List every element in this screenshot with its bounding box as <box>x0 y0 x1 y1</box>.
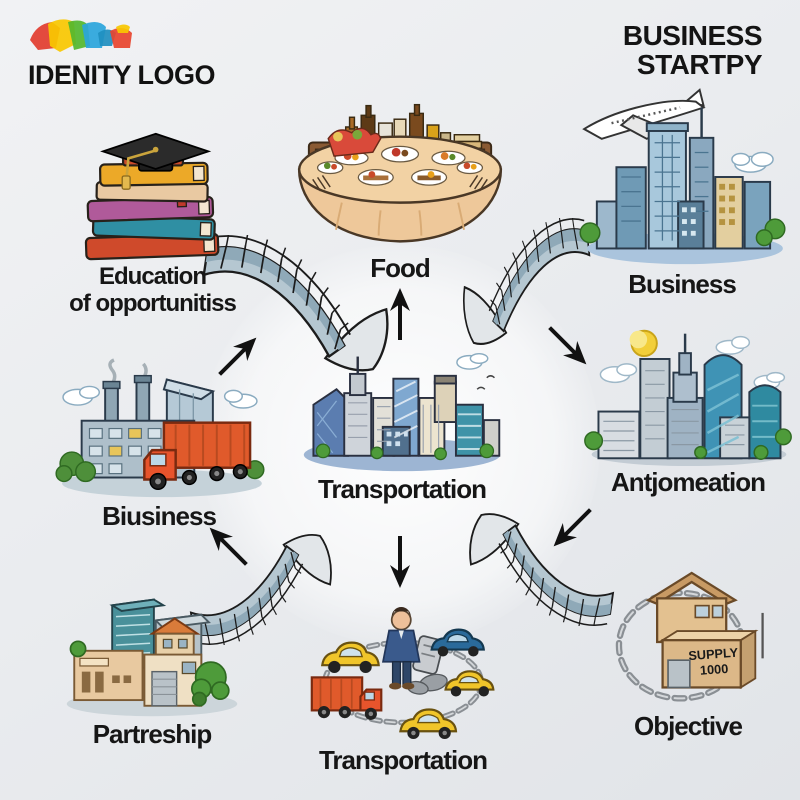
biusiness-label: Biusiness <box>102 501 217 531</box>
antjomeation-label: Antjomeation <box>610 467 766 497</box>
center-transportation-label: Transportation <box>317 474 487 504</box>
education-label-line2: of opportunitiss <box>69 289 237 317</box>
node-education: Education of opportunitiss <box>45 132 260 318</box>
arrow-up-icon <box>390 288 410 340</box>
arrow-down-icon <box>390 536 410 588</box>
brand-line2: STARTPY <box>636 48 763 80</box>
supply-text-line1: SUPPLY <box>687 645 738 663</box>
town-buildings-icon <box>66 598 238 717</box>
banquet-table-icon <box>297 103 503 243</box>
food-label: Food <box>370 253 431 283</box>
node-biusiness: Biusiness <box>48 358 270 531</box>
node-partreship: Partreship <box>52 592 252 749</box>
airplane-over-city-icon <box>578 88 786 265</box>
objective-label: Objective <box>633 711 743 741</box>
bottom-transportation-label: Transportation <box>318 745 488 775</box>
arrow-up-right-icon <box>218 337 257 376</box>
identity-logo-icon <box>30 19 132 52</box>
city-moon-icon <box>583 329 792 467</box>
arrow-down-left-icon <box>553 508 592 547</box>
partreship-label: Partreship <box>92 719 213 749</box>
logo-text: IDENITY LOGO <box>28 60 216 90</box>
node-antjomeation: Antjomeation <box>578 322 798 497</box>
brand-line1: BUSINESS <box>622 20 763 51</box>
books-graduation-cap-icon <box>84 132 219 261</box>
node-food: Food <box>278 94 522 283</box>
education-label-line1: Education <box>98 263 207 290</box>
node-business: Business <box>568 84 796 299</box>
supply-warehouse-chain-icon: SUPPLY 1000 <box>615 571 764 702</box>
node-objective: SUPPLY 1000 Objective <box>594 562 782 741</box>
factory-truck-icon <box>54 358 265 498</box>
supply-text-line2: 1000 <box>699 661 728 678</box>
arrow-up-left-icon <box>209 527 248 566</box>
node-center-transportation: Transportation <box>288 345 516 504</box>
business-label: Business <box>628 269 737 299</box>
node-bottom-transportation: Transportation <box>288 594 518 775</box>
brand-title: BUSINESS STARTPY <box>622 20 763 80</box>
city-skyline-icon <box>303 352 500 472</box>
arrow-down-right-icon <box>548 326 587 365</box>
man-vehicles-chain-icon <box>310 607 495 740</box>
header-logo: IDENITY LOGO <box>28 16 216 91</box>
